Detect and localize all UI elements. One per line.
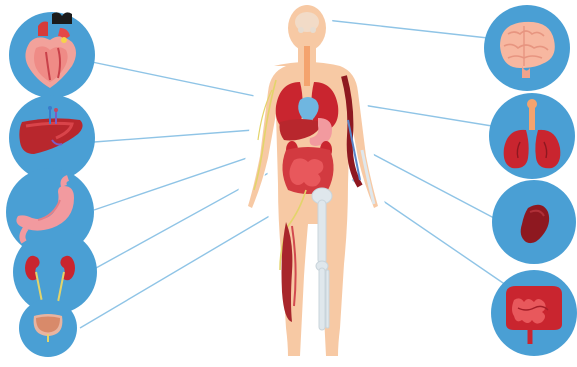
intestines-circle [491,270,577,356]
brain-circle [484,5,570,91]
spleen-circle [492,180,576,264]
body-figure [238,2,382,362]
trachea [304,46,310,86]
heart-circle [9,12,95,98]
bladder-circle [19,299,77,357]
lungs-circle [489,93,575,179]
connector-brain [326,20,488,38]
